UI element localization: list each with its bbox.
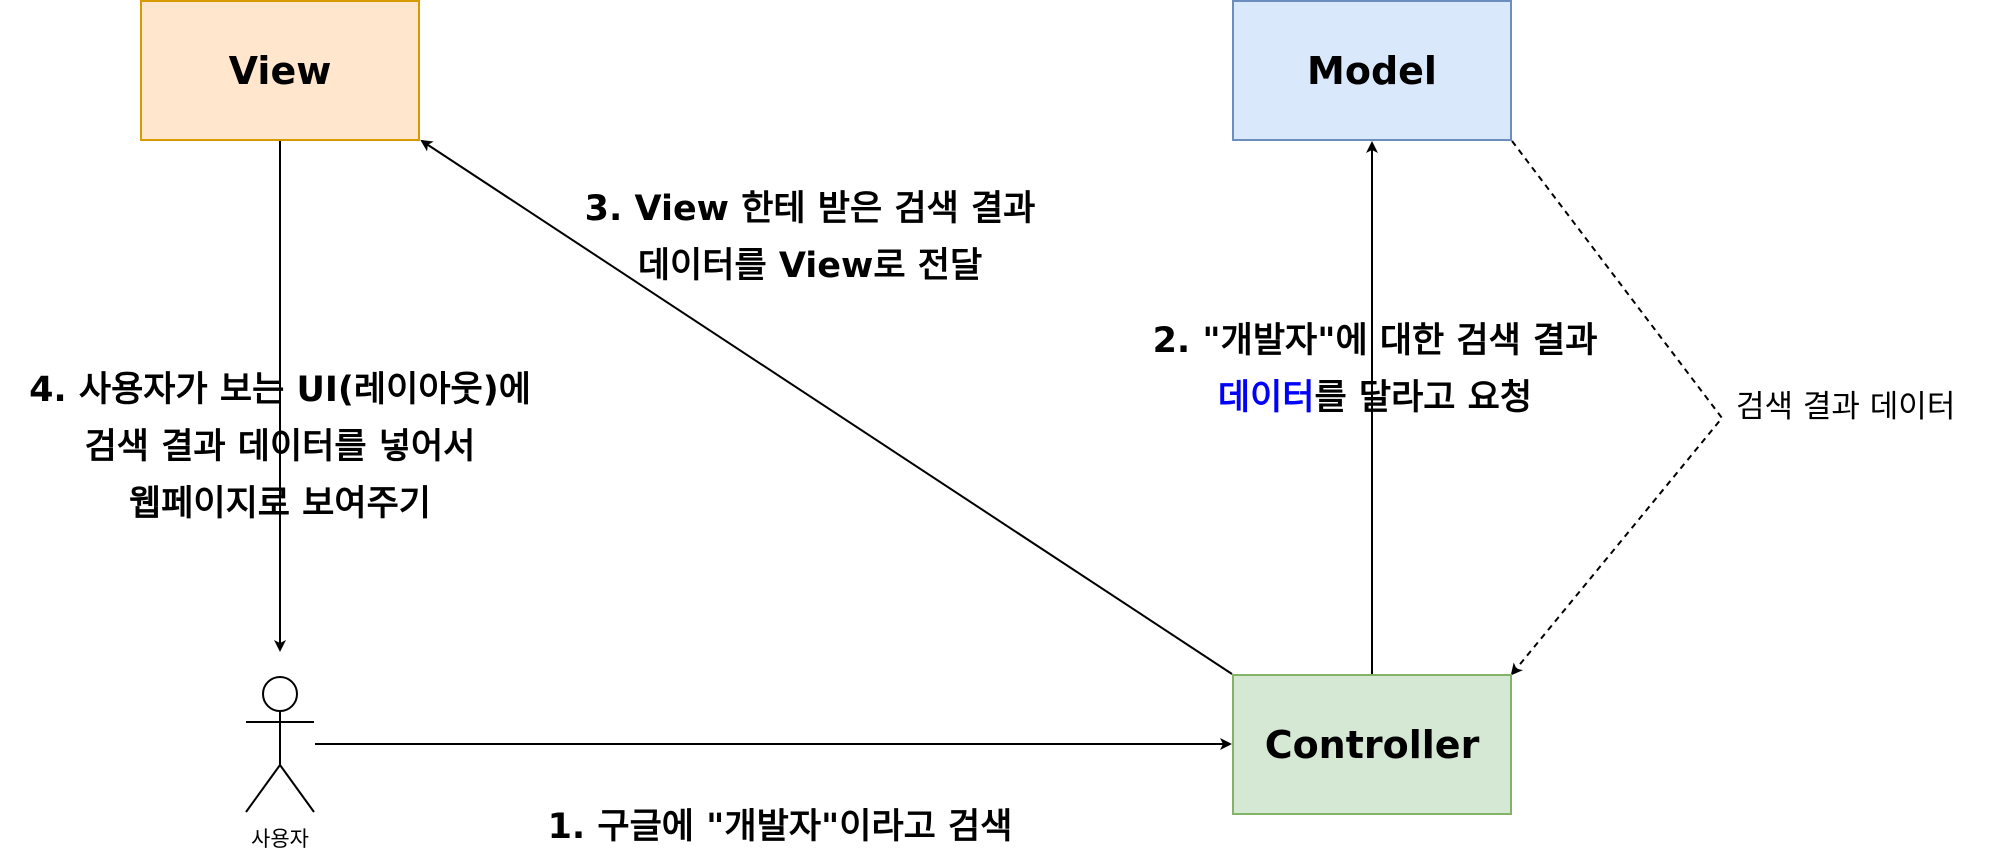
step4-line1: 4. 사용자가 보는 UI(레이아웃)에 bbox=[29, 370, 531, 410]
edge-label-return: 검색 결과 데이터 bbox=[1736, 389, 1956, 425]
step2-rest: 를 달라고 요청 bbox=[1314, 378, 1533, 418]
edge-label-step2: 2. "개발자"에 대한 검색 결과 데이터를 달라고 요청 bbox=[1100, 313, 1650, 427]
view-node: View bbox=[140, 0, 420, 141]
edge-label-step1: 1. 구글에 "개발자"이라고 검색 bbox=[480, 799, 1080, 856]
step2-line1: 2. "개발자"에 대한 검색 결과 bbox=[1152, 321, 1598, 361]
edge-label-step4: 4. 사용자가 보는 UI(레이아웃)에 검색 결과 데이터를 넣어서 웹페이지… bbox=[0, 362, 560, 533]
step3-line2: 데이터를 View로 전달 bbox=[637, 246, 983, 286]
edge-label-step3: 3. View 한테 받은 검색 결과 데이터를 View로 전달 bbox=[500, 181, 1120, 295]
step3-line1: 3. View 한테 받은 검색 결과 bbox=[584, 189, 1036, 229]
edge-controller-to-view bbox=[420, 139, 1233, 675]
view-node-label: View bbox=[228, 48, 332, 93]
edge-model-to-controller bbox=[1510, 140, 1724, 676]
model-node: Model bbox=[1232, 0, 1512, 141]
step4-line2: 검색 결과 데이터를 넣어서 bbox=[84, 427, 476, 467]
controller-node: Controller bbox=[1232, 674, 1512, 815]
step1-line1: 1. 구글에 "개발자"이라고 검색 bbox=[547, 807, 1013, 847]
actor-icon bbox=[245, 676, 315, 813]
model-node-label: Model bbox=[1307, 48, 1437, 93]
step2-highlight: 데이터 bbox=[1217, 378, 1315, 418]
step2-line2: 데이터를 달라고 요청 bbox=[1100, 370, 1650, 427]
controller-node-label: Controller bbox=[1264, 722, 1480, 767]
step4-line3: 웹페이지로 보여주기 bbox=[129, 484, 431, 524]
actor-label: 사용자 bbox=[251, 827, 309, 851]
